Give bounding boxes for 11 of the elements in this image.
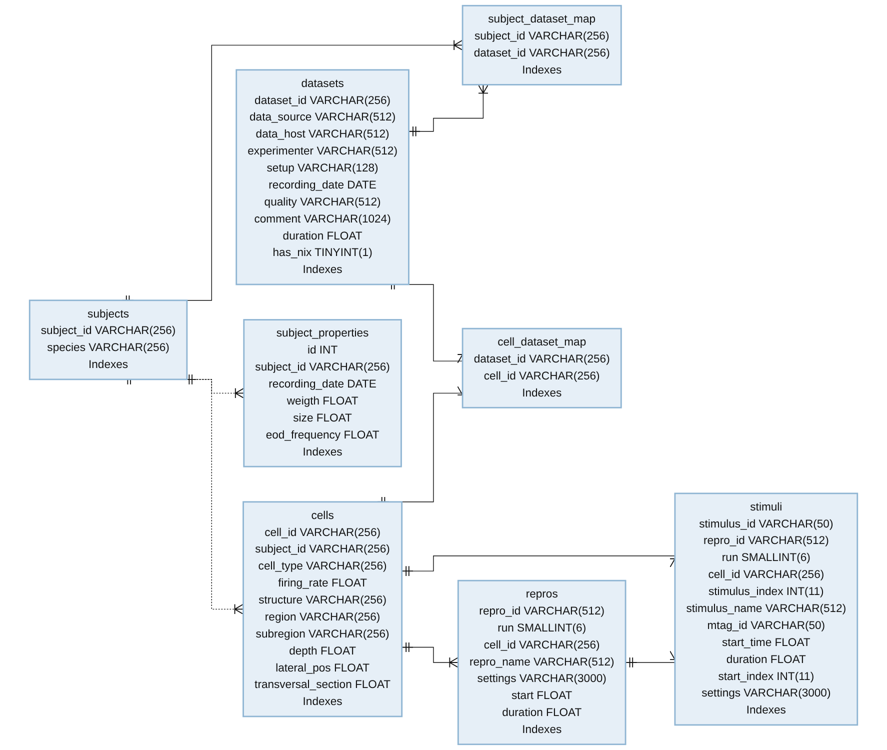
connector	[408, 84, 489, 137]
node-box	[242, 501, 403, 718]
connector	[184, 374, 244, 399]
node-box	[457, 580, 626, 746]
node-box	[243, 319, 402, 468]
node-box	[462, 328, 622, 408]
node-box	[462, 4, 622, 86]
node-box	[28, 300, 188, 380]
node-box	[236, 69, 410, 286]
connector	[401, 642, 459, 668]
node-box	[674, 492, 858, 726]
